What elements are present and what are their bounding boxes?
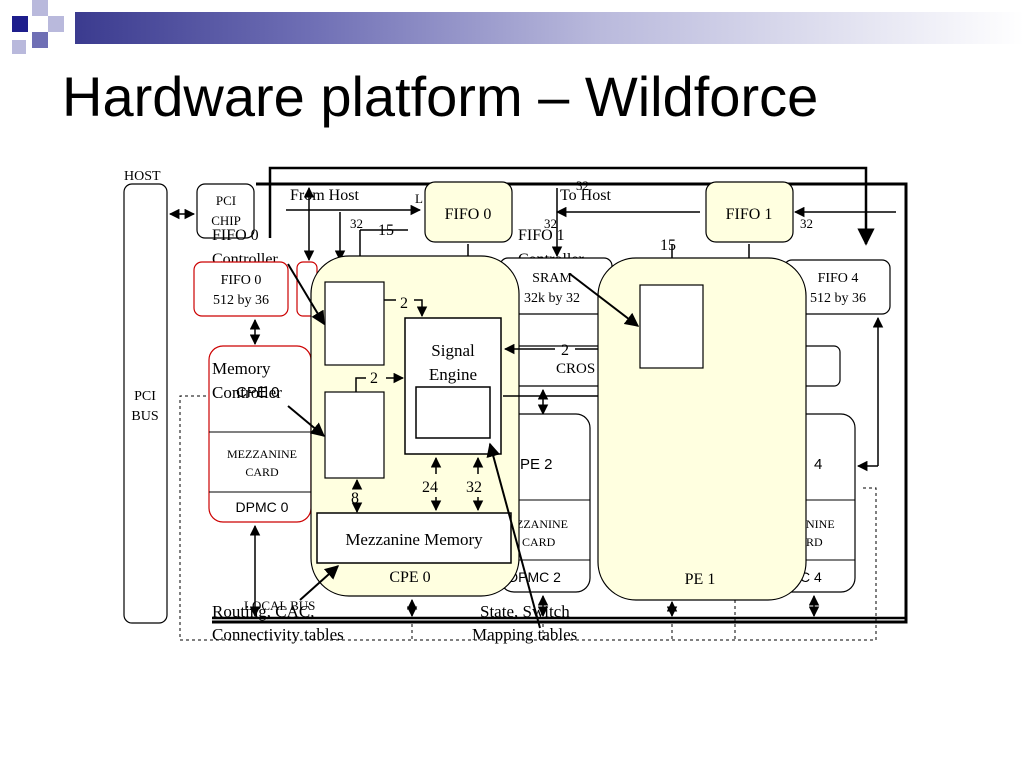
- fifo1-box-label: FIFO 1: [726, 206, 773, 223]
- slide-title: Hardware platform – Wildforce: [62, 65, 819, 128]
- to-host-label: To Host: [560, 187, 611, 204]
- signal-engine-label-2: Engine: [429, 365, 477, 384]
- crossbar-label: CROS: [556, 361, 595, 377]
- bus-2-b: [355, 377, 366, 392]
- memory-controller-label-2: Controller: [212, 383, 282, 402]
- dpmc4-label: C 4: [800, 569, 822, 585]
- pci-bus-label-2: BUS: [131, 409, 158, 424]
- mezzanine-card-0-label-1: MEZZANINE: [227, 447, 297, 461]
- state-switch-arrow: [486, 442, 541, 629]
- fifo1-ctrl-arrow: [569, 273, 640, 327]
- cpe0-fpga-box-1: [324, 281, 385, 366]
- cpe0-label: CPE 0: [389, 569, 430, 586]
- title-accent-bar: [75, 12, 1024, 44]
- dpmc0-label: DPMC 0: [236, 499, 289, 515]
- routing-arrow: [299, 565, 340, 601]
- cpe0-fpga-box-2: [324, 391, 385, 479]
- width-2-a: 2: [400, 295, 408, 312]
- fifo1-ctrl-label-1: FIFO 1: [518, 227, 565, 244]
- pci-chip-box: [196, 183, 255, 239]
- cpe0-small-label: CPE 0: [236, 384, 279, 401]
- mezzanine-memory-label: Mezzanine Memory: [345, 530, 483, 549]
- pe4-mezz-label-1: NINE: [806, 517, 835, 531]
- mezzanine-memory-box: [316, 512, 512, 564]
- pe2-mezz-label-1: ZZANINE: [516, 517, 568, 531]
- pci-bus-box: [123, 183, 168, 624]
- memory-ctrl-arrow: [287, 405, 326, 437]
- width-24: 24: [422, 479, 438, 496]
- sram-label-2: 32k by 32: [524, 291, 580, 306]
- routing-label-2: Connectivity tables: [212, 625, 344, 644]
- fifo4-label-1: FIFO 4: [818, 271, 859, 286]
- logo-squares: [12, 0, 64, 54]
- fifo0-memory-box: [193, 261, 289, 317]
- pci-chip-label-1: PCI: [216, 193, 236, 208]
- fifo0-ctrl-label-1: FIFO 0: [212, 227, 259, 244]
- width-32-fifo0: 32: [350, 216, 363, 231]
- top-bus-outer: [268, 166, 875, 246]
- width-8: 8: [351, 490, 359, 507]
- width-15-fifo1: 15: [660, 237, 676, 254]
- dpmc2-label: DPMC 2: [508, 569, 561, 585]
- state-switch-label-2: Mapping tables: [472, 625, 577, 644]
- width-2-c: 2: [561, 342, 569, 359]
- host-label: HOST: [124, 169, 161, 184]
- width-32-right: 32: [800, 216, 813, 231]
- l-fragment: L: [415, 191, 423, 206]
- width-32-fifo1: 32: [544, 216, 557, 231]
- fifo0-memory-label-2: 512 by 36: [213, 293, 269, 308]
- pe2-mezz-label-2: CARD: [522, 535, 556, 549]
- top-bus-inner: [212, 182, 908, 624]
- width-2-b: 2: [370, 370, 378, 387]
- signal-engine-label-1: Signal: [431, 341, 475, 360]
- width-32-top: 32: [576, 178, 589, 193]
- pe1-fpga-box: [639, 284, 704, 369]
- state-switch-label-1: State, Switch: [480, 602, 570, 621]
- pe4-label: 4: [814, 456, 822, 473]
- pci-chip-label-2: CHIP: [211, 213, 241, 228]
- fifo1-box: [705, 181, 794, 243]
- local-bus-label: LOCAL BUS: [244, 598, 315, 613]
- pe1-label: PE 1: [685, 571, 716, 588]
- fifo0-ctrl-arrow: [287, 263, 325, 326]
- pci-bus-label-1: PCI: [134, 389, 156, 404]
- fifo0-memory-label-1: FIFO 0: [221, 273, 262, 288]
- from-host-label: From Host: [290, 187, 359, 204]
- dotted-host-line: [179, 395, 877, 641]
- fifo4-label-2: 512 by 36: [810, 291, 866, 306]
- pe4-mezz-label-2: RD: [806, 535, 823, 549]
- bus-2-a-arrow: [414, 299, 428, 318]
- fifo0-box-label: FIFO 0: [445, 206, 492, 223]
- routing-label-1: Routing, CAC,: [212, 602, 315, 621]
- mezzanine-card-0-label-2: CARD: [245, 465, 279, 479]
- width-32-se: 32: [466, 479, 482, 496]
- memory-controller-label-1: Memory: [212, 359, 271, 378]
- sram-label-1: SRAM: [532, 271, 572, 286]
- pe2-label: PE 2: [520, 456, 553, 473]
- signal-engine-inner-box: [415, 386, 491, 439]
- fifo0-box: [424, 181, 513, 243]
